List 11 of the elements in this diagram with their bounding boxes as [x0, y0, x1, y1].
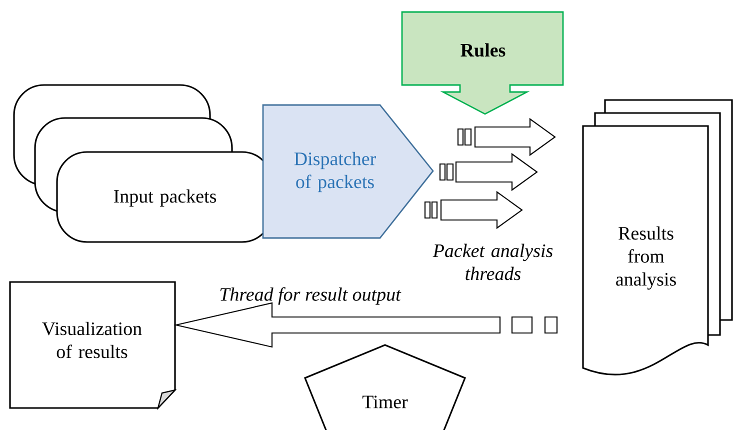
caption-text: Packet analysis threads — [432, 244, 553, 280]
block-arrow — [457, 118, 556, 156]
block-arrow — [439, 152, 538, 192]
rules-box: Rules — [401, 11, 564, 115]
node-label: Input packets — [114, 189, 216, 207]
input-card-stack: Input packets — [13, 84, 273, 243]
block-arrow — [424, 190, 523, 230]
document-stack: Results from analysis — [582, 99, 733, 376]
dispatcher-pentagon: Dispatcher of packets — [262, 104, 434, 239]
block-arrow — [174, 302, 558, 348]
edge-label: Thread for result output — [220, 287, 402, 305]
